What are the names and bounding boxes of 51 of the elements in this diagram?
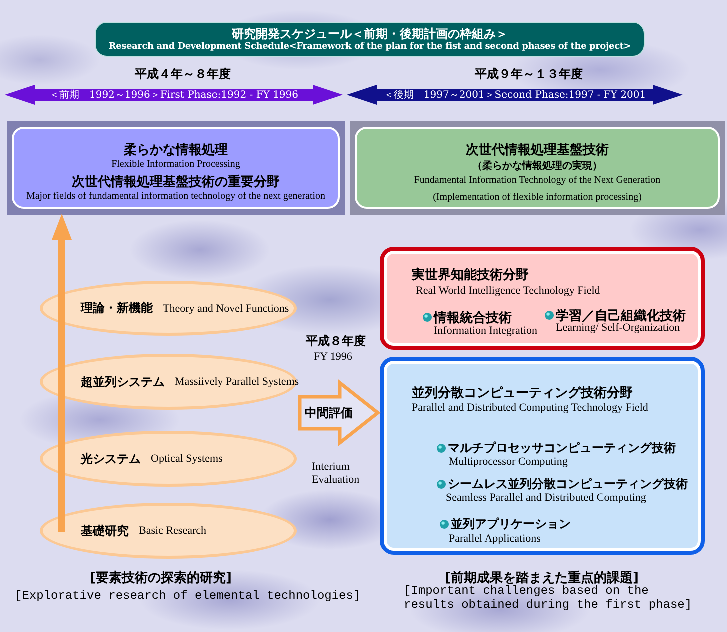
topic-subtitle: Basic Research [139, 525, 206, 537]
note-text: Interium Evaluation [312, 461, 361, 486]
topic-heading: 基礎研究 [81, 522, 129, 540]
phase-text: ＜後期 1997～2001＞Second Phase:1997 - FY 2001 [382, 88, 648, 102]
field-heading: 並列分散コンピューティング技術分野 [412, 385, 633, 402]
edge-label: 中間評価 [305, 405, 353, 422]
item-heading: マルチプロセッサコンピューティング技術 [448, 440, 676, 457]
subtitle-text: Research and Development Schedule<Framework of the plan for the fist and second phases of the project> [108, 42, 632, 52]
field-box [380, 357, 705, 555]
caption-heading: [前期成果を踏まえた重点的課題] [445, 570, 639, 586]
program-heading: 次世代情報処理基盤技術 [465, 142, 610, 159]
program-subtitle: Flexible Information Processing [110, 159, 242, 170]
item-subtitle: Parallel Applications [449, 533, 541, 545]
phase-text: ＜前期 1992～1996＞First Phase:1992 - FY 1996 [48, 88, 300, 102]
program-heading: （柔らかな情報処理の実現） [472, 159, 604, 173]
topic-subtitle: Optical Systems [151, 453, 223, 465]
item-subtitle: Information Integration [434, 325, 538, 337]
caption-text: [Explorative research of elemental technologies] [15, 589, 361, 603]
program-box [7, 121, 345, 215]
program-subtitle: Fundamental Information Technology of the Next Generation [413, 175, 662, 186]
program-box [350, 121, 725, 215]
item-heading: 学習／自己組織化技術 [556, 308, 686, 324]
field-subtitle: Real World Intelligence Technology Field [416, 285, 600, 297]
topic-heading: 超並列システム [81, 374, 165, 390]
program-heading: 次世代情報処理基盤技術の重要分野 [71, 174, 281, 191]
caption-text: [Important challenges based on the results obtained during the first phase] [404, 585, 694, 613]
caption-heading: [要素技術の探索的研究] [90, 570, 232, 587]
program-heading: 柔らかな情報処理 [123, 142, 229, 159]
topic-subtitle: Massiively Parallel Systems [175, 376, 300, 388]
item-subtitle: Multiprocessor Computing [449, 456, 568, 468]
title-banner [95, 22, 645, 57]
program-subtitle: (Implementation of flexible information processing) [432, 192, 643, 203]
item-subtitle: Learning/ Self-Organization [556, 322, 680, 334]
field-subtitle: Parallel and Distributed Computing Technology Field [412, 402, 648, 414]
title-text: 研究開発スケジュール＜前期・後期計画の枠組み＞ [230, 26, 509, 42]
year-range: 平成９年～１３年度 [475, 66, 583, 83]
topic-heading: 理論・新機能 [81, 300, 153, 317]
period-banner [5, 85, 343, 105]
year-label: 平成８年度 [306, 333, 366, 350]
field-heading: 実世界知能技術分野 [412, 266, 529, 284]
period-banner [347, 85, 683, 105]
item-heading: 並列アプリケーション [451, 516, 571, 533]
year-label: FY 1996 [314, 351, 352, 363]
item-heading: シームレス並列分散コンピューティング技術 [448, 476, 688, 493]
item-subtitle: Seamless Parallel and Distributed Computing [446, 492, 646, 504]
year-range: 平成４年～８年度 [135, 66, 231, 83]
topic-heading: 光システム [81, 450, 141, 468]
field-box [380, 247, 705, 350]
topic-subtitle: Theory and Novel Functions [163, 302, 290, 314]
item-heading: 情報統合技術 [434, 310, 512, 326]
program-subtitle: Major fields of fundamental information technology of the next generation [25, 191, 327, 202]
